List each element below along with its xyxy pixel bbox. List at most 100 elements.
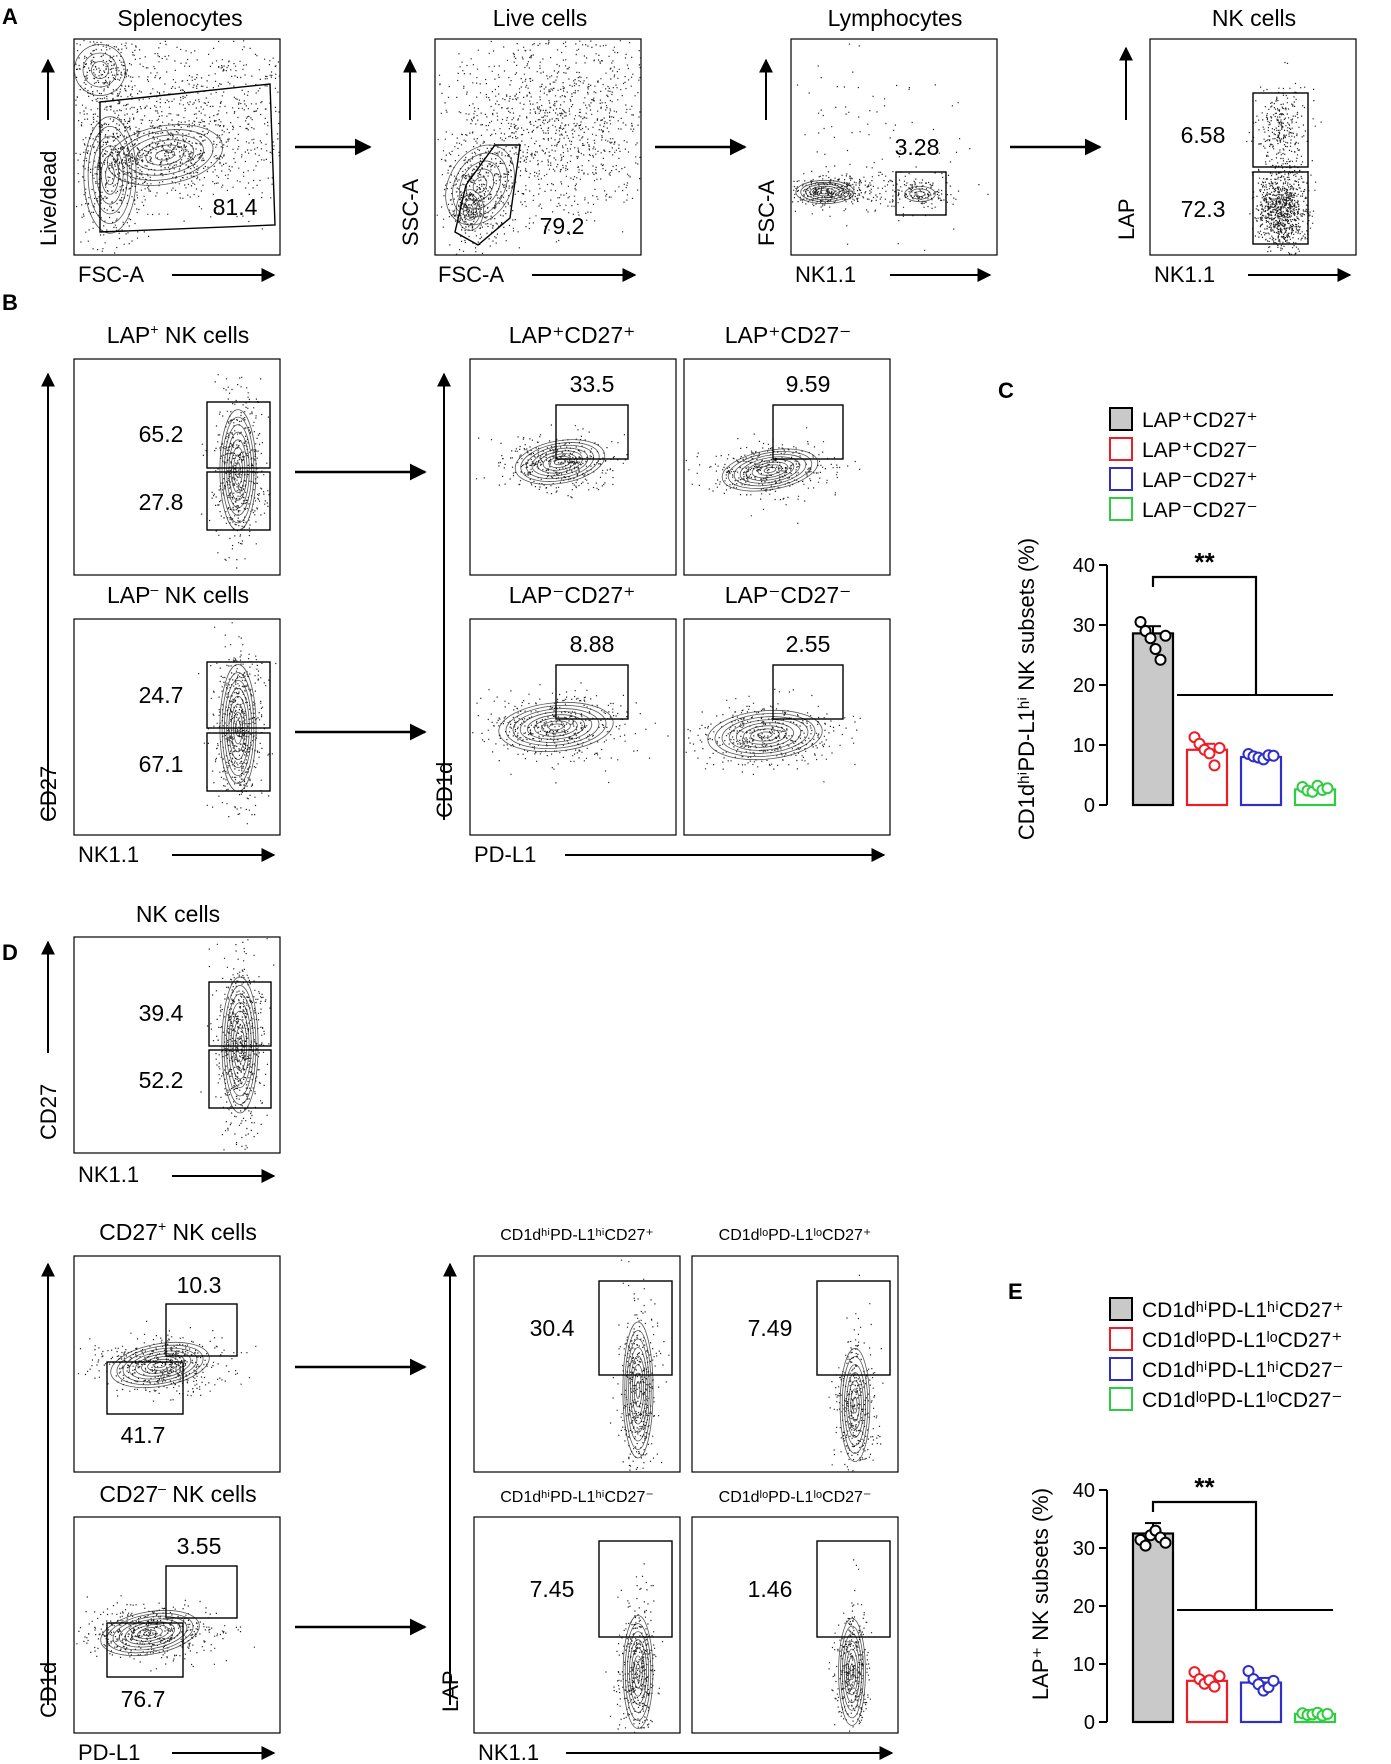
plot-a1-xlabel: FSC-A xyxy=(78,262,144,287)
plot-a2-frame xyxy=(434,38,642,256)
legend-swatch xyxy=(1109,467,1133,491)
data-point xyxy=(1213,1670,1226,1683)
panel-label-c: C xyxy=(998,378,1014,403)
contour-line xyxy=(221,976,259,1114)
plot-a2-ylabel: SSC-A xyxy=(398,178,423,246)
contour-line xyxy=(751,461,789,479)
data-point xyxy=(1321,782,1334,795)
panel-label-e: E xyxy=(1008,1279,1023,1304)
contour-line xyxy=(228,439,248,501)
plot-b-lap-neg-value-upper: 24.7 xyxy=(139,682,184,708)
legend-label: CD1dˡᵒPD-L1ˡᵒCD27⁺ xyxy=(1142,1329,1342,1352)
data-point xyxy=(1159,1536,1172,1549)
data-point xyxy=(1267,1674,1280,1687)
y-tick-label: 40 xyxy=(1073,1480,1095,1502)
plot-a1-events xyxy=(74,40,280,254)
plot-b-q3-title: LAP⁻CD27⁺ xyxy=(509,582,636,608)
plot-d-cd27-neg-value-upper: 3.55 xyxy=(177,1533,222,1559)
plot-a2-events xyxy=(436,40,642,255)
plot-d-q2-title: CD1dˡᵒPD-L1ˡᵒCD27⁺ xyxy=(719,1227,872,1244)
plot-a3-gate xyxy=(895,171,947,216)
event-dots xyxy=(828,1559,873,1732)
legend-label: LAP⁻CD27⁻ xyxy=(1142,499,1258,522)
plot-a2-xlabel: FSC-A xyxy=(438,262,504,287)
plot-a4-ylabel: LAP xyxy=(1114,198,1139,240)
plot-d-q3-events xyxy=(605,1563,664,1733)
data-point xyxy=(1139,1539,1152,1552)
plot-a2-title: Live cells xyxy=(493,5,588,31)
legend-label: CD1dʰⁱPD-L1ʰⁱCD27⁺ xyxy=(1142,1299,1344,1322)
contour-line xyxy=(126,134,204,176)
plot-b-lap-pos-value-upper: 65.2 xyxy=(139,421,184,447)
panel-c: LAP⁺CD27⁺LAP⁺CD27⁻LAP⁻CD27⁺LAP⁻CD27⁻ 010… xyxy=(1014,407,1337,840)
contour-line xyxy=(707,709,823,761)
plot-b-lap-neg-gate-upper xyxy=(206,661,271,729)
y-tick-label: 0 xyxy=(1084,795,1095,817)
plot-a1-ylabel: Live/dead xyxy=(36,151,61,246)
contour-line xyxy=(87,126,133,224)
plot-b-lap-neg-title: LAP– NK cells xyxy=(107,581,249,608)
contour-line xyxy=(155,149,175,161)
event-dots xyxy=(605,1563,664,1733)
legend-e: CD1dʰⁱPD-L1ʰⁱCD27⁺ CD1dˡᵒPD-L1ˡᵒCD27⁺ CD1d… xyxy=(1109,1297,1344,1412)
chart-e-ylabel: LAP⁺ NK subsets (%) xyxy=(1028,1488,1053,1700)
plot-d-top-xlabel: NK1.1 xyxy=(78,1162,139,1187)
legend-label: CD1dˡᵒPD-L1ˡᵒCD27⁻ xyxy=(1142,1389,1342,1412)
plot-d-top-value-upper: 39.4 xyxy=(139,1000,184,1026)
contour-line xyxy=(122,1347,198,1383)
plot-d-cd27-neg-frame xyxy=(73,1516,281,1734)
event-dots xyxy=(828,1274,884,1472)
plot-d-cd27-neg-value-lower: 76.7 xyxy=(121,1686,166,1712)
plot-d-q3-frame xyxy=(473,1516,681,1734)
contour-line xyxy=(143,1629,157,1637)
y-tick-label: 30 xyxy=(1073,1538,1095,1560)
contour-line xyxy=(225,993,254,1097)
contour-line xyxy=(537,450,583,474)
plot-b-right-xlabel: PD-L1 xyxy=(474,842,536,867)
data-point xyxy=(1134,616,1147,628)
contour-line xyxy=(757,464,783,476)
contour-line xyxy=(548,456,572,468)
plot-d-cd27-pos-value-upper: 10.3 xyxy=(177,1272,222,1298)
plot-d-q4-gate xyxy=(816,1540,891,1638)
contour-line xyxy=(727,451,813,489)
y-tick-label: 10 xyxy=(1073,735,1095,757)
plot-d-q2-gate xyxy=(816,1280,891,1376)
contour-line xyxy=(630,1355,647,1425)
legend-swatch xyxy=(1109,497,1133,521)
plot-b-right-ylabel: CD1d xyxy=(432,762,457,818)
plot-a4-value-upper: 6.58 xyxy=(1181,122,1226,148)
plot-a4-gate-upper xyxy=(1252,92,1309,168)
legend-label: LAP⁻CD27⁺ xyxy=(1142,469,1258,492)
plot-b-q3-value: 8.88 xyxy=(570,631,615,657)
contour-line xyxy=(232,1019,248,1071)
contour-line xyxy=(100,155,120,195)
contour-line xyxy=(100,1609,200,1657)
legend-swatch xyxy=(1109,407,1133,431)
legend-c: LAP⁺CD27⁺LAP⁺CD27⁻LAP⁻CD27⁺LAP⁻CD27⁻ xyxy=(1109,407,1258,522)
chart-c-ylabel: CD1dʰⁱPD-L1ʰⁱ NK subsets (%) xyxy=(1014,538,1039,840)
plot-a2-gate xyxy=(454,144,521,246)
plot-d-cd27-pos-title: CD27+ NK cells xyxy=(99,1218,257,1245)
plot-d-q2-frame xyxy=(691,1255,899,1473)
plot-b-q4-events xyxy=(685,688,861,783)
legend-label: CD1dʰⁱPD-L1ʰⁱCD27⁻ xyxy=(1142,1359,1344,1382)
legend-swatch xyxy=(1109,437,1133,461)
contour-line xyxy=(141,1356,179,1374)
contour-line xyxy=(519,711,593,743)
y-tick-label: 40 xyxy=(1073,555,1095,577)
event-dots xyxy=(76,1595,255,1672)
plot-a3-value: 3.28 xyxy=(895,134,940,160)
panel-b: LAP+ NK cells 65.2 27.8 LAP– NK cells 24… xyxy=(36,321,891,867)
contour-line xyxy=(116,129,214,181)
panel-e: CD1dʰⁱPD-L1ʰⁱCD27⁺ CD1dˡᵒPD-L1ˡᵒCD27⁺ CD1d… xyxy=(1028,1297,1344,1734)
plot-b-q1-gate xyxy=(555,404,629,460)
plot-b-lap-neg-events xyxy=(198,622,277,825)
data-point xyxy=(1154,653,1167,666)
event-dots xyxy=(200,938,275,1151)
contour-line xyxy=(622,1321,654,1459)
plot-b-left-xlabel: NK1.1 xyxy=(78,842,139,867)
plot-d-left-ylabel: CD1d xyxy=(36,1662,61,1718)
plot-b-q3-gate xyxy=(555,664,629,720)
plot-b-q3-events xyxy=(472,682,669,784)
